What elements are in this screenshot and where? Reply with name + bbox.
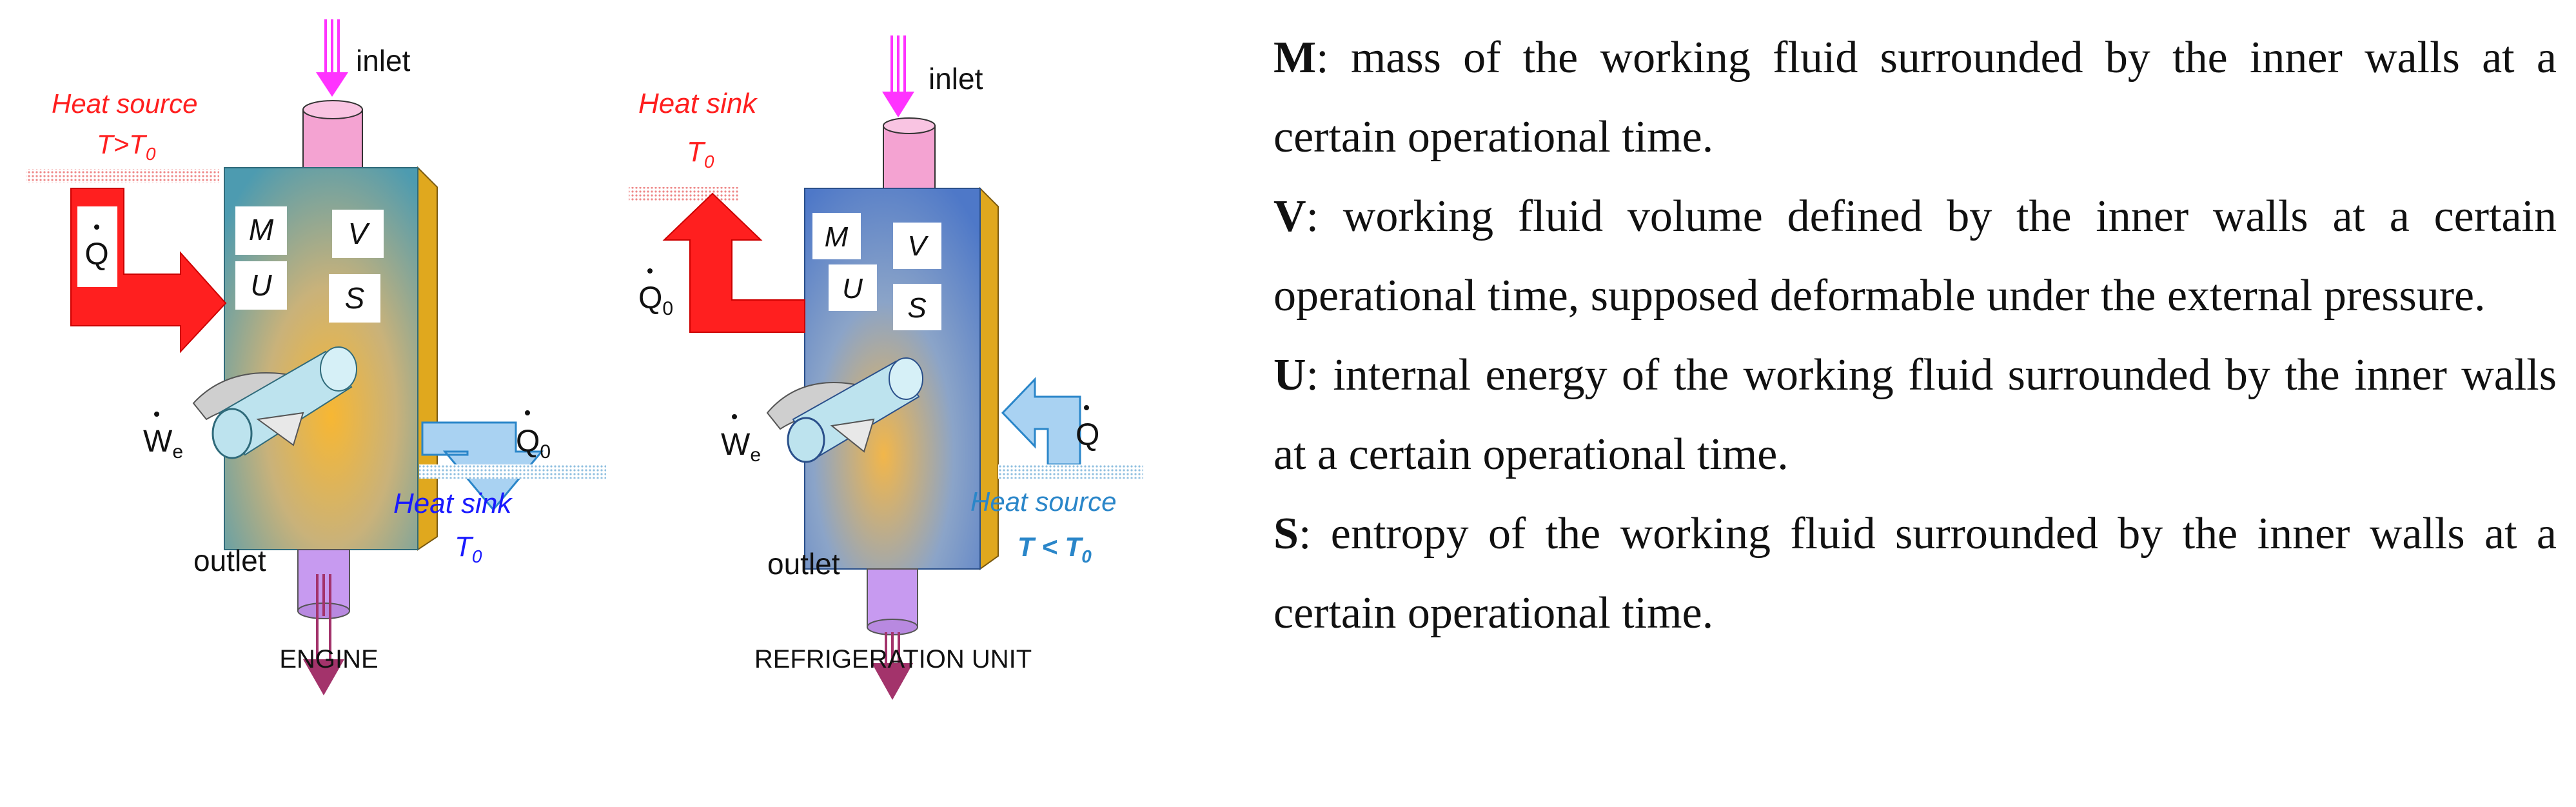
refrigerator-caption: REFRIGERATION UNIT bbox=[754, 645, 1032, 673]
definition-m-symbol: M bbox=[1273, 33, 1317, 83]
refrigerator-heat-source-temp: T < T0 bbox=[1018, 532, 1092, 566]
engine-caption: ENGINE bbox=[279, 645, 378, 673]
engine-heat-sink-boundary bbox=[419, 464, 606, 479]
refrigerator-q-out-dot bbox=[647, 268, 653, 274]
definitions-panel: M: mass of the working fluid surrounded … bbox=[1273, 18, 2557, 653]
refrigerator-symbol-m: M bbox=[812, 213, 861, 259]
engine-symbol-u: U bbox=[235, 261, 287, 310]
refrigerator-work-dot bbox=[732, 414, 737, 419]
refrigerator-diagram: inlet Heat sink T0 M V U S bbox=[629, 35, 1143, 700]
engine-heat-source-temp: T>T0 bbox=[97, 129, 156, 164]
refrigerator-outlet-arrow bbox=[872, 632, 913, 700]
engine-symbol-m: M bbox=[235, 206, 287, 255]
svg-text:U: U bbox=[842, 273, 863, 304]
refrigerator-work-shaft bbox=[766, 357, 923, 463]
definition-v-text: : working fluid volume defined by the in… bbox=[1273, 192, 2557, 321]
definition-s-symbol: S bbox=[1273, 509, 1299, 559]
definition-u-text: : internal energy of the working fluid s… bbox=[1273, 350, 2557, 479]
engine-inlet-pipe bbox=[302, 100, 363, 175]
engine-diagram: inlet Heat source T>T0 M V U bbox=[26, 19, 606, 695]
refrigerator-heat-sink-title: Heat sink bbox=[638, 88, 758, 119]
engine-work-label: We bbox=[143, 424, 183, 463]
svg-text:S: S bbox=[345, 281, 365, 315]
refrigerator-symbol-s: S bbox=[893, 284, 941, 330]
refrigerator-symbol-v: V bbox=[893, 223, 941, 269]
definition-m: M: mass of the working fluid surrounded … bbox=[1273, 18, 2557, 177]
definition-u: U: internal energy of the working fluid … bbox=[1273, 335, 2557, 494]
refrigerator-q-out-label: Q0 bbox=[638, 281, 673, 319]
engine-q-in-dot bbox=[94, 224, 99, 230]
refrigerator-q-in-label: Q bbox=[1076, 418, 1099, 452]
refrigerator-heat-source-title: Heat source bbox=[970, 486, 1116, 517]
refrigerator-outlet-pipe bbox=[867, 568, 918, 635]
engine-q-out-label: Q0 bbox=[516, 424, 551, 463]
refrigerator-heat-sink-temp: T0 bbox=[687, 136, 714, 172]
refrigerator-q-in-dot bbox=[1084, 405, 1089, 410]
definition-s-text: : entropy of the working fluid surrounde… bbox=[1273, 509, 2557, 638]
engine-symbol-v: V bbox=[332, 210, 384, 258]
svg-text:S: S bbox=[907, 292, 926, 324]
definition-s: S: entropy of the working fluid surround… bbox=[1273, 494, 2557, 653]
thermodynamic-diagram: inlet Heat source T>T0 M V U bbox=[26, 19, 1143, 700]
engine-heat-source-boundary bbox=[26, 169, 219, 183]
refrigerator-inlet-pipe bbox=[883, 117, 936, 191]
engine-heat-in-arrow bbox=[70, 188, 227, 354]
svg-text:M: M bbox=[825, 221, 849, 253]
definition-u-symbol: U bbox=[1273, 350, 1306, 400]
engine-q-out-dot bbox=[525, 410, 530, 415]
engine-q-in-label: Q bbox=[84, 237, 108, 272]
engine-outlet-label: outlet bbox=[193, 544, 266, 577]
refrigerator-work-label: We bbox=[721, 428, 761, 466]
engine-work-shaft bbox=[192, 346, 357, 459]
svg-text:V: V bbox=[907, 230, 929, 262]
refrigerator-inlet-arrow bbox=[882, 35, 914, 117]
engine-outlet-arrow bbox=[303, 574, 344, 695]
definition-v-symbol: V bbox=[1273, 192, 1306, 241]
engine-symbol-s: S bbox=[329, 274, 380, 323]
refrigerator-heat-in-arrow bbox=[1001, 377, 1081, 466]
engine-work-dot bbox=[154, 412, 159, 417]
refrigerator-inlet-label: inlet bbox=[929, 62, 983, 95]
refrigerator-heat-source-boundary bbox=[998, 464, 1143, 479]
engine-heat-sink-temp: T0 bbox=[455, 531, 482, 566]
svg-text:U: U bbox=[250, 268, 272, 302]
refrigerator-outlet-label: outlet bbox=[767, 547, 840, 581]
engine-inlet-label: inlet bbox=[356, 44, 411, 77]
svg-text:V: V bbox=[348, 217, 371, 250]
svg-text:M: M bbox=[249, 213, 274, 246]
definition-m-text: : mass of the working fluid surrounded b… bbox=[1273, 33, 2557, 162]
refrigerator-heat-out-arrow bbox=[662, 192, 805, 333]
refrigerator-heat-sink-boundary bbox=[629, 187, 738, 201]
engine-heat-sink-title: Heat sink bbox=[393, 488, 513, 519]
refrigerator-symbol-u: U bbox=[829, 264, 877, 311]
engine-heat-source-title: Heat source bbox=[52, 88, 197, 119]
engine-inlet-arrow bbox=[316, 19, 348, 97]
definition-v: V: working fluid volume defined by the i… bbox=[1273, 177, 2557, 335]
